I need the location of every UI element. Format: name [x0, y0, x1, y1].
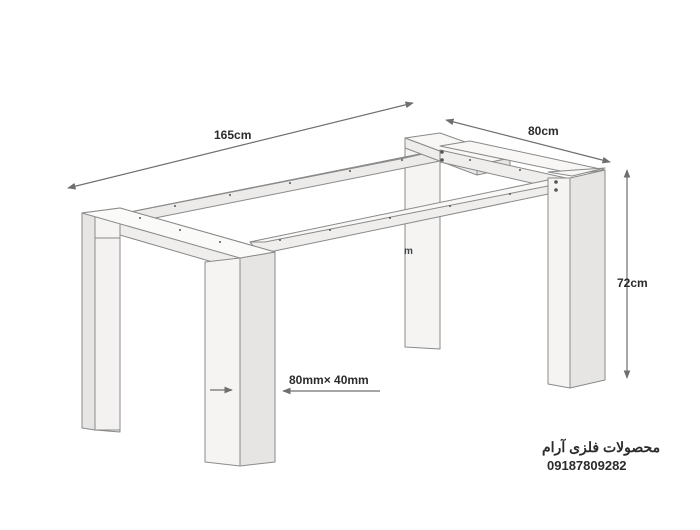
length-label: 165cm	[214, 128, 252, 142]
brand-name: محصولات فلزی آرام	[542, 439, 661, 455]
label-fragment: m	[404, 246, 413, 257]
length-dimension-line	[67, 101, 414, 190]
front-left-leg	[81, 212, 121, 433]
width-label: 80cm	[528, 124, 559, 138]
height-label: 72cm	[617, 276, 648, 290]
brand-phone: 09187809282	[547, 458, 627, 473]
front-long-rail	[249, 179, 559, 255]
width-dimension-line	[445, 118, 611, 164]
front-right-leg	[547, 167, 606, 389]
front-corner-leg	[81, 207, 276, 467]
profile-size-label: 80mm× 40mm	[289, 373, 369, 387]
